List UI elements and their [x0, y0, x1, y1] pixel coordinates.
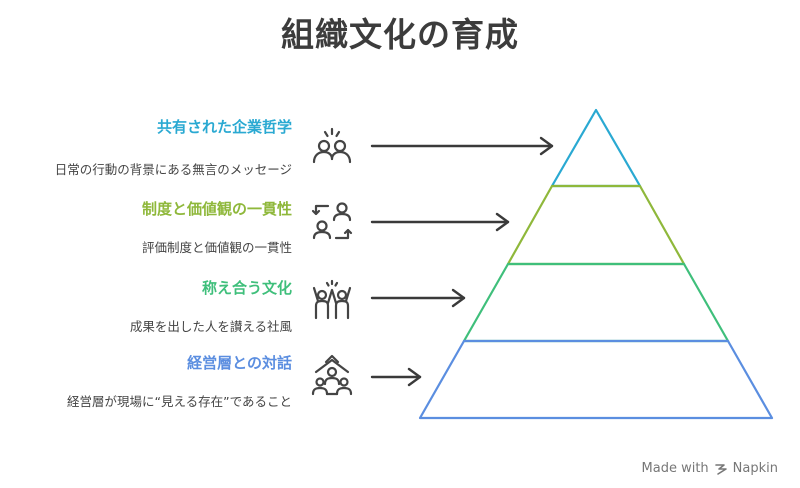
people-idea-icon [312, 127, 352, 164]
arrow-level-4 [370, 367, 422, 387]
pyramid-level-3 [462, 262, 730, 343]
made-with-label: Made with [641, 461, 709, 476]
pyramid-level-2 [506, 184, 686, 266]
napkin-logo-icon [714, 463, 727, 475]
level-1-description: 日常の行動の背景にある無言のメッセージ [54, 162, 292, 177]
people-exchange-icon [311, 202, 353, 240]
arrow-level-3 [370, 288, 466, 308]
level-3-title: 称え合う文化 [201, 279, 292, 297]
page-title: 組織文化の育成 [281, 15, 519, 54]
pyramid-level-1 [550, 108, 642, 188]
arrow-level-1 [370, 136, 554, 156]
level-2-description: 評価制度と価値観の一貫性 [141, 240, 292, 255]
level-4-description: 経営層が現場に“見える存在”であること [67, 394, 292, 409]
level-3-description: 成果を出した人を讃える社風 [129, 319, 292, 334]
leader-team-icon [311, 354, 353, 396]
level-2-title: 制度と価値観の一貫性 [141, 200, 292, 218]
people-celebrate-icon [312, 279, 352, 320]
made-with-napkin[interactable]: Made with Napkin [642, 461, 778, 476]
level-4-title: 経営層との対話 [187, 354, 292, 372]
level-1-title: 共有された企業哲学 [156, 118, 292, 136]
arrow-level-2 [370, 212, 510, 232]
pyramid-level-4 [418, 339, 774, 420]
napkin-brand: Napkin [732, 461, 778, 476]
